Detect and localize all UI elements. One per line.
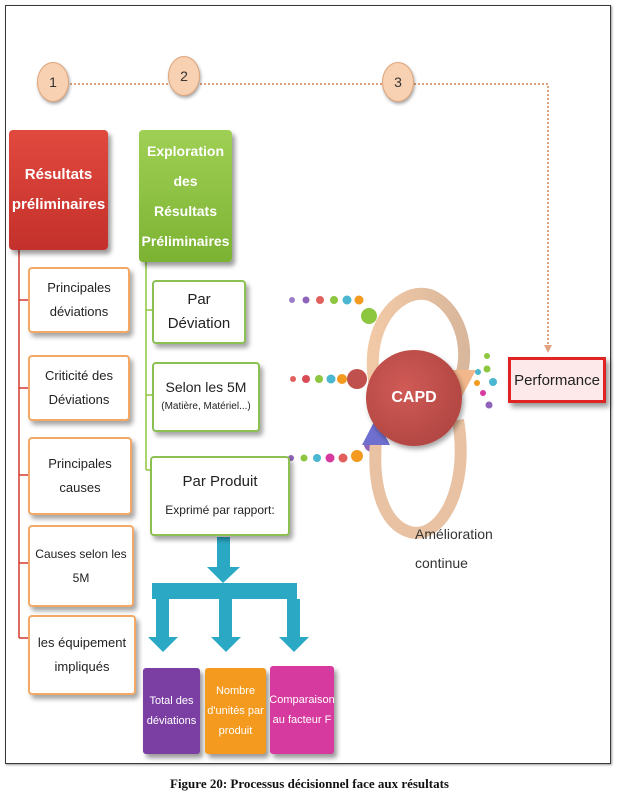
item-par-deviation-label: Par Déviation: [167, 291, 231, 332]
item-equipements-label: les équipement impliqués: [37, 635, 127, 674]
step-1-circle: 1: [37, 62, 69, 102]
item-par-produit: Par Produit Exprimé par rapport:: [150, 456, 290, 536]
timeline-arrowhead: [544, 345, 552, 353]
leaf-comparaison: Comparaison au facteur F: [269, 666, 335, 754]
blue-fork: [148, 537, 309, 652]
exploration-header-label: Exploration des Résultats Préliminaires: [141, 143, 230, 249]
dots-row-1: [289, 295, 377, 324]
leaf-total-deviations: Total des déviations: [143, 668, 200, 754]
item-par-produit-sub: Exprimé par rapport:: [165, 503, 275, 517]
results-header-label: Résultats préliminaires: [11, 166, 106, 213]
item-principales-causes: Principales causes: [28, 437, 132, 515]
capd-cycle-ring: [362, 287, 476, 539]
step-3-label: 3: [394, 74, 402, 90]
leaf-nombre-unites: Nombre d'unités par produit: [205, 668, 266, 754]
item-par-deviation: Par Déviation: [152, 280, 246, 344]
item-selon-5m-label: Selon les 5M: [165, 379, 247, 395]
item-criticite: Criticité des Déviations: [28, 355, 130, 421]
figure-caption: Figure 20: Processus décisionnel face au…: [170, 776, 449, 791]
item-causes-5m: Causes selon les 5M: [28, 525, 134, 607]
item-selon-5m-note: (Matière, Matériel...): [161, 401, 251, 412]
item-selon-5m: Selon les 5M (Matière, Matériel...): [152, 362, 260, 432]
step-2-circle: 2: [168, 56, 200, 96]
item-equipements: les équipement impliqués: [28, 615, 136, 695]
step-1-label: 1: [49, 74, 57, 90]
amelioration-continue-text: Amélioration continue: [415, 526, 493, 571]
leaf-total-deviations-label: Total des déviations: [146, 695, 197, 727]
item-par-produit-title: Par Produit: [182, 473, 258, 490]
item-principales-deviations-label: Principales déviations: [47, 280, 111, 319]
item-causes-5m-label: Causes selon les 5M: [35, 547, 127, 585]
dots-right: [474, 353, 497, 409]
performance-label: Performance: [514, 371, 600, 389]
item-criticite-label: Criticité des Déviations: [45, 368, 113, 407]
timeline-line: [66, 83, 549, 345]
column1-tree: [18, 250, 28, 639]
step-3-circle: 3: [382, 62, 414, 102]
leaf-comparaison-label: Comparaison au facteur F: [269, 694, 335, 726]
leaf-nombre-unites-label: Nombre d'unités par produit: [207, 685, 264, 737]
item-principales-deviations: Principales déviations: [28, 267, 130, 333]
performance-box: Performance: [508, 357, 606, 403]
capd-label: CAPD: [391, 389, 437, 406]
item-principales-causes-label: Principales causes: [48, 456, 112, 495]
capd-circle: CAPD: [366, 350, 462, 446]
results-header: Résultats préliminaires: [9, 130, 108, 250]
amelioration-continue-label: Amélioration continue: [415, 520, 505, 578]
step-2-label: 2: [180, 68, 188, 84]
dots-row-2: [290, 369, 367, 389]
exploration-header: Exploration des Résultats Préliminaires: [139, 130, 232, 262]
